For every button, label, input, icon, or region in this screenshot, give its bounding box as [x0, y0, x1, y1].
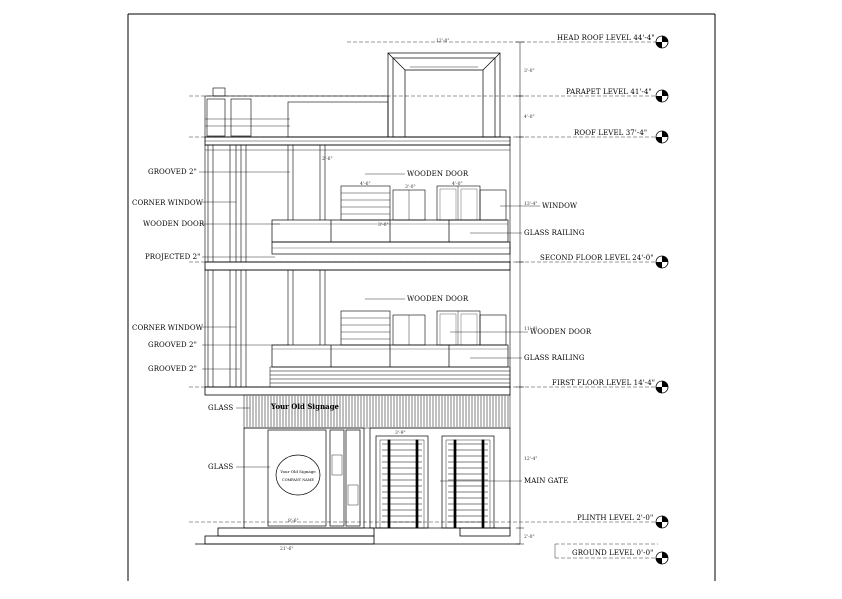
label-grooved-mid: GROOVED 2" [148, 341, 197, 349]
label-glass-lower: GLASS [208, 463, 233, 471]
gate-post [453, 439, 457, 529]
level-target-icon [655, 380, 669, 394]
level-label-first-floor: FIRST FLOOR LEVEL 14'-4" [552, 379, 655, 387]
dim-storey-upper: 13'-4" [524, 201, 537, 207]
dim-door-b: 3'-0" [405, 184, 416, 190]
level-target-icon [655, 35, 669, 49]
first-floor-slab [204, 386, 511, 396]
label-corner-window-lower: CORNER WINDOW [132, 324, 204, 332]
dim-door-c: 4'-0" [452, 181, 463, 187]
level-target-icon [655, 130, 669, 144]
label-projected: PROJECTED 2" [145, 253, 200, 261]
dim-top-width: 12'-0" [436, 38, 449, 44]
plinth [195, 527, 520, 545]
shop-logo-line2: COMPANY NAME [282, 478, 314, 482]
main-gate [369, 427, 511, 529]
dim-shop-width: 8'-6" [288, 518, 299, 524]
shop-front [243, 427, 365, 529]
glass-railing-upper [271, 219, 511, 255]
level-target-icon [655, 89, 669, 103]
dim-railing: 3'-0" [378, 222, 389, 228]
gate-post [387, 439, 391, 529]
shop-logo-line1: Your Old Signage [279, 469, 316, 474]
label-glass-railing-upper: GLASS RAILING [524, 229, 585, 237]
head-roof-structure [387, 52, 501, 138]
label-wooden-door-mid: WOODEN DOOR [407, 295, 469, 303]
dim-plinth: 2'-0" [524, 534, 535, 540]
parapet-left [204, 87, 389, 138]
label-corner-window-upper: CORNER WINDOW [132, 199, 204, 207]
level-target-symbols [655, 35, 669, 565]
dim-window-h: 2'-6" [322, 156, 333, 162]
dim-roof-height: 4'-0" [524, 114, 535, 120]
roof-slab [204, 136, 511, 146]
level-label-parapet: PARAPET LEVEL 41'-4" [566, 88, 652, 96]
label-glass-railing-lower: GLASS RAILING [524, 354, 585, 362]
first-floor-body [204, 269, 511, 388]
dim-storey-lower: 11'-4" [524, 326, 537, 332]
label-grooved-lower: GROOVED 2" [148, 365, 197, 373]
right-leaders [365, 173, 540, 482]
label-wooden-door-top: WOODEN DOOR [407, 170, 469, 178]
signage-band [243, 394, 511, 429]
label-wooden-door-right: WOODEN DOOR [530, 328, 592, 336]
level-target-icon [655, 551, 669, 565]
label-glass-upper: GLASS [208, 404, 233, 412]
level-label-second-floor: SECOND FLOOR LEVEL 24'-0" [540, 254, 654, 262]
left-leaders [199, 171, 290, 468]
grooved-band [269, 366, 511, 388]
gate-post [415, 439, 419, 529]
vertical-dimension-line [516, 41, 524, 545]
dim-head-roof-height: 3'-0" [524, 68, 535, 74]
label-main-gate: MAIN GATE [524, 477, 568, 485]
dim-gate-width: 3'-9" [395, 430, 406, 436]
gate-post [481, 439, 485, 529]
dim-door-a: 4'-6" [360, 181, 371, 187]
level-markers [189, 41, 658, 559]
second-floor-slab [204, 261, 511, 271]
level-target-icon [655, 515, 669, 529]
level-label-plinth: PLINTH LEVEL 2'-0" [577, 514, 653, 522]
label-wooden-door-left: WOODEN DOOR [143, 220, 205, 228]
level-label-ground: GROUND LEVEL 0'-0" [572, 549, 653, 557]
level-label-head-roof: HEAD ROOF LEVEL 44'-4" [557, 34, 655, 42]
glass-railing-lower [271, 344, 509, 368]
level-label-roof: ROOF LEVEL 37'-4" [574, 129, 647, 137]
level-target-icon [655, 255, 669, 269]
dim-ground-storey: 12'-4" [524, 456, 537, 462]
label-window: WINDOW [542, 202, 578, 210]
second-floor-body [204, 144, 511, 263]
label-grooved-upper: GROOVED 2" [148, 168, 197, 176]
dim-base-width: 21'-6" [280, 546, 293, 552]
shop-sign-text: Your Old Signage [270, 402, 339, 411]
